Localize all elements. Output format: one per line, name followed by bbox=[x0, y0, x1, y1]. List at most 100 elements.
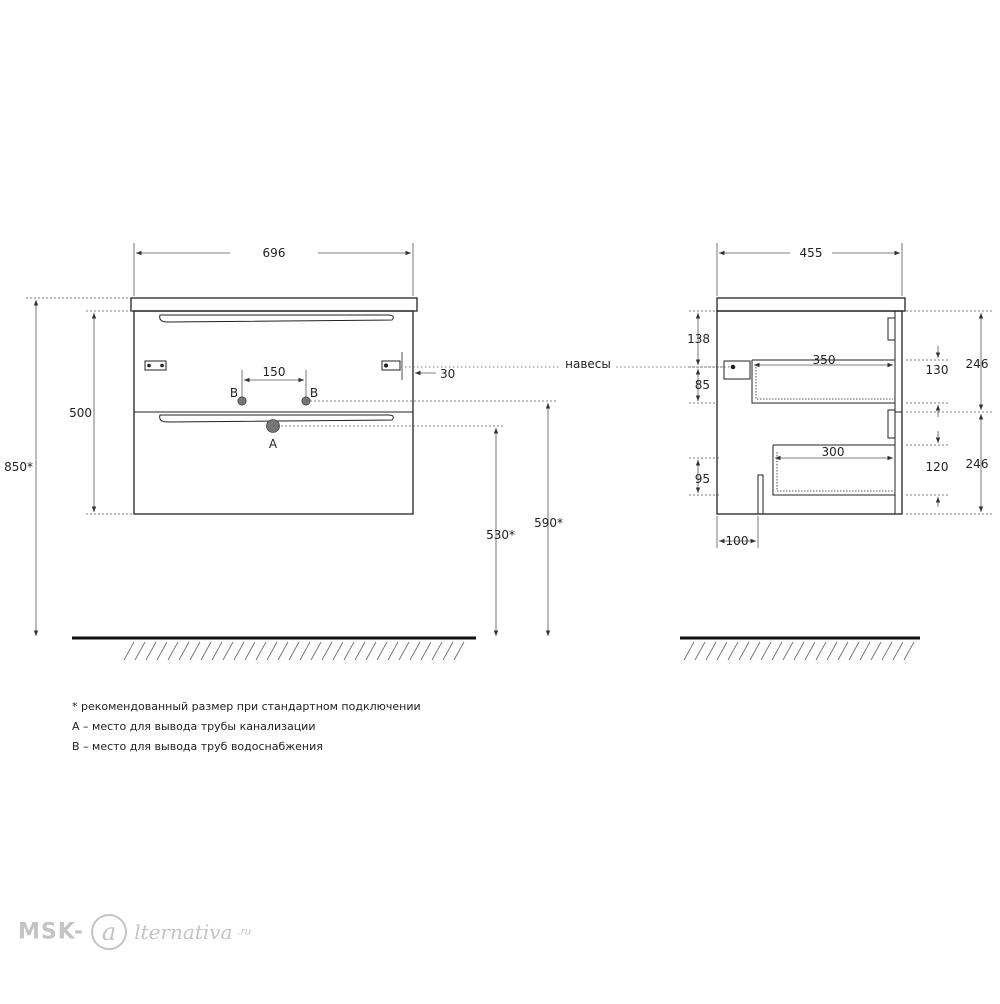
floor-hatch-line bbox=[903, 641, 915, 661]
dim-total-height: 850* bbox=[4, 460, 33, 474]
floor-hatch-line bbox=[727, 641, 739, 661]
watermark-part3: .ru bbox=[237, 926, 252, 938]
note-recommended: * рекомендованный размер при стандартном… bbox=[72, 700, 421, 713]
floor-hatch-line bbox=[178, 641, 190, 661]
dim-side-hinge-offset: 85 bbox=[695, 378, 710, 392]
floor-hatch-line bbox=[738, 641, 750, 661]
floor-hatch-line bbox=[826, 641, 838, 661]
floor-hatch-line bbox=[376, 641, 388, 661]
front-countertop bbox=[130, 297, 418, 312]
floor-hatch-line bbox=[222, 641, 234, 661]
side-drawer-top bbox=[751, 359, 895, 404]
floor-hatch-line bbox=[892, 641, 904, 661]
floor-hatch-line bbox=[387, 641, 399, 661]
dim-body-height: 500 bbox=[69, 406, 92, 420]
dim-drawer1-depth: 350 bbox=[813, 353, 836, 367]
front-handle-top bbox=[159, 314, 394, 323]
side-handle-top bbox=[887, 317, 896, 341]
floor-hatch-line bbox=[881, 641, 893, 661]
floor-hatch-line bbox=[749, 641, 761, 661]
dim-drawer1-front: 246 bbox=[966, 357, 989, 371]
floor-hatch-line bbox=[771, 641, 783, 661]
note-point-a: А – место для вывода трубы канализации bbox=[72, 720, 316, 733]
floor-hatch-line bbox=[200, 641, 212, 661]
front-dimensions bbox=[26, 243, 730, 636]
label-hinges: навесы bbox=[565, 357, 611, 371]
watermark-part1: MSK- bbox=[18, 919, 85, 945]
dim-drawer2-height: 120 bbox=[926, 460, 949, 474]
at-sign-icon: a bbox=[91, 914, 128, 950]
floor-hatch-line bbox=[321, 641, 333, 661]
floor-front bbox=[72, 636, 476, 661]
side-handle-bottom bbox=[887, 409, 896, 439]
watermark-part2: lternativa bbox=[134, 920, 233, 944]
floor-hatch-line bbox=[266, 641, 278, 661]
floor-hatch-line bbox=[782, 641, 794, 661]
floor-hatch-line bbox=[156, 641, 168, 661]
floor-hatch-line bbox=[365, 641, 377, 661]
floor-hatch-line bbox=[453, 641, 465, 661]
dim-drain-height: 530* bbox=[486, 528, 515, 542]
floor-hatch-line bbox=[760, 641, 772, 661]
floor-hatch-line bbox=[705, 641, 717, 661]
floor-hatch-line bbox=[354, 641, 366, 661]
floor-hatch-line bbox=[332, 641, 344, 661]
floor-hatch-line bbox=[870, 641, 882, 661]
side-hinge bbox=[723, 360, 751, 380]
front-view bbox=[130, 297, 418, 515]
floor-hatch-line bbox=[398, 641, 410, 661]
label-point-a: A bbox=[269, 437, 278, 451]
floor-hatch-line bbox=[123, 641, 135, 661]
floor-hatch-line bbox=[837, 641, 849, 661]
watermark-logo: MSK- a lternativa .ru bbox=[18, 912, 251, 952]
floor-hatch-line bbox=[244, 641, 256, 661]
floor-hatch-line bbox=[277, 641, 289, 661]
dim-side-top-offset: 138 bbox=[687, 332, 710, 346]
floor-hatch-line bbox=[167, 641, 179, 661]
floor-hatch-line bbox=[859, 641, 871, 661]
note-point-b: В – место для вывода труб водоснабжения bbox=[72, 740, 323, 753]
floor-hatch-line bbox=[683, 641, 695, 661]
dim-pipe-spacing: 150 bbox=[263, 365, 286, 379]
front-hinge-right bbox=[381, 360, 401, 371]
floor-hatch-line bbox=[299, 641, 311, 661]
floor-hatch-line bbox=[793, 641, 805, 661]
svg-text:a: a bbox=[102, 918, 116, 946]
floor-hatch-line bbox=[310, 641, 322, 661]
floor-hatch-line bbox=[804, 641, 816, 661]
label-point-b-right: B bbox=[310, 386, 318, 400]
front-hinge-left bbox=[144, 360, 167, 371]
floor-hatch-line bbox=[420, 641, 432, 661]
floor-hatch-line bbox=[233, 641, 245, 661]
side-dimensions bbox=[689, 243, 992, 548]
side-view bbox=[716, 297, 906, 515]
floor-hatch-line bbox=[848, 641, 860, 661]
pipe-point-b-left bbox=[237, 396, 247, 406]
dim-side-width: 455 bbox=[800, 246, 823, 260]
floor-hatch-line bbox=[409, 641, 421, 661]
side-countertop bbox=[716, 297, 906, 312]
dim-drawer2-front: 246 bbox=[966, 457, 989, 471]
floor-hatch-line bbox=[211, 641, 223, 661]
floor-hatch-line bbox=[288, 641, 300, 661]
dim-drawer2-depth: 300 bbox=[822, 445, 845, 459]
floor-hatch-line bbox=[145, 641, 157, 661]
floor-hatch-line bbox=[343, 641, 355, 661]
dim-water-height: 590* bbox=[534, 516, 563, 530]
dim-drawer2-bottom: 95 bbox=[695, 472, 710, 486]
floor-hatch-line bbox=[134, 641, 146, 661]
floor-hatch-line bbox=[189, 641, 201, 661]
side-back-panel bbox=[757, 474, 764, 514]
dim-drawer1-height: 130 bbox=[926, 363, 949, 377]
dim-hinge-offset: 30 bbox=[440, 367, 455, 381]
floor-hatch-line bbox=[694, 641, 706, 661]
front-handle-bottom bbox=[159, 414, 394, 423]
floor-side bbox=[680, 636, 920, 661]
dim-front-width: 696 bbox=[263, 246, 286, 260]
side-cabinet-body bbox=[716, 310, 903, 515]
floor-hatch-line bbox=[716, 641, 728, 661]
floor-hatch-line bbox=[442, 641, 454, 661]
dim-back-offset: 100 bbox=[726, 534, 749, 548]
